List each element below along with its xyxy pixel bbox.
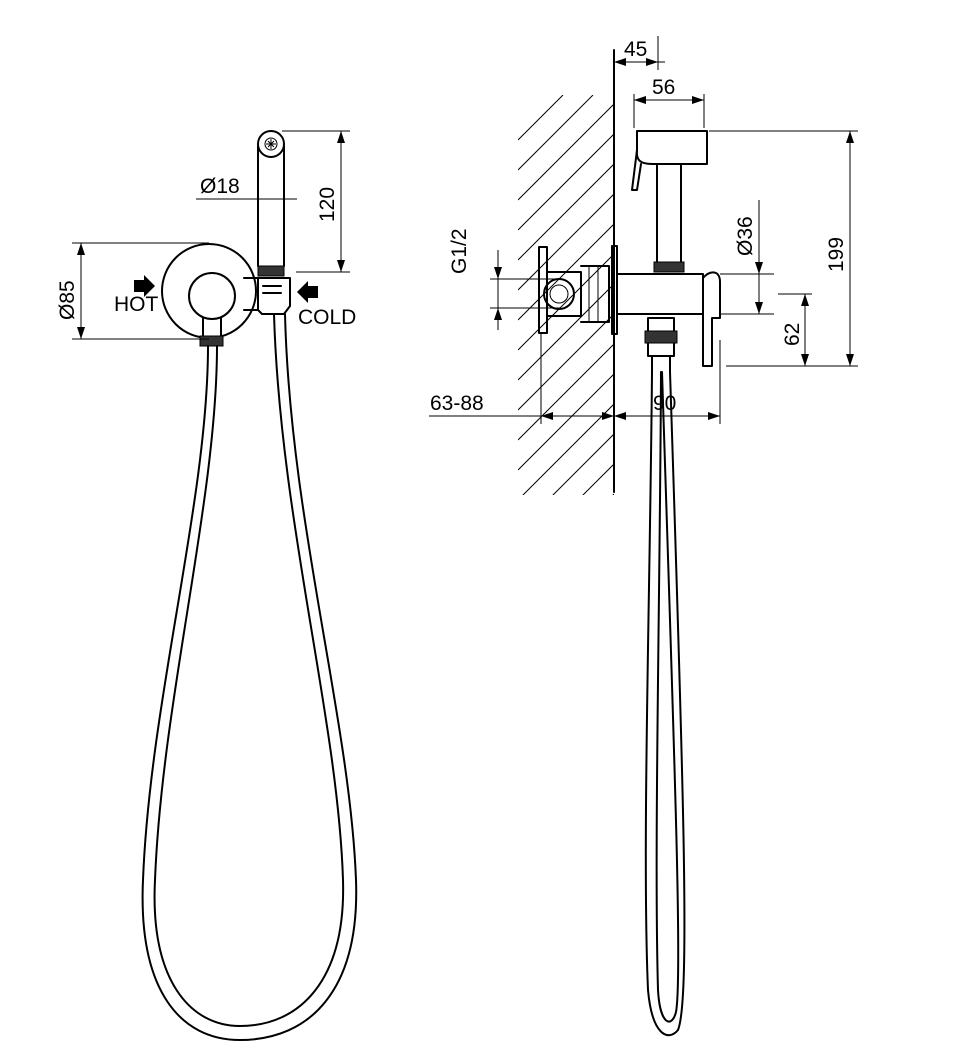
dim-wall-offset-text: 45	[624, 38, 647, 61]
cold-indicator: COLD	[297, 281, 356, 329]
valve-handle	[702, 271, 721, 367]
valve-body	[616, 273, 704, 315]
arrow-right-icon	[134, 275, 155, 297]
knob-stem	[202, 317, 222, 337]
hose-inner	[153, 313, 345, 1027]
dim-wall-depth-text: 63-88	[430, 392, 484, 415]
valve-knob	[188, 272, 236, 320]
dim-wall-depth: 63-88	[429, 333, 614, 424]
hose-connector-knurl	[644, 330, 678, 344]
dim-total-height: 199	[709, 130, 858, 367]
arrow-left-icon	[297, 281, 318, 303]
wall-hatching	[518, 95, 614, 495]
dim-projection: 90	[614, 340, 721, 424]
side-hose-outer	[644, 371, 686, 1036]
dim-valve-diameter-text: Ø36	[734, 216, 757, 256]
cover-plate	[611, 245, 618, 335]
handset-body-side	[656, 163, 682, 263]
handset-body	[257, 145, 285, 267]
dim-thread: G1/2	[448, 228, 560, 330]
dim-handset-height-text: 120	[316, 187, 339, 222]
handset-head-side	[635, 130, 708, 165]
wall-plate	[161, 243, 257, 339]
side-view: 45 56 G1/2 Ø36	[429, 36, 858, 1036]
front-view: Ø18 120 Ø85 HOT COLD	[56, 130, 358, 1041]
spray-head	[257, 130, 285, 158]
spray-nozzle-icon	[264, 137, 278, 151]
dim-hose-diameter-text: Ø18	[200, 175, 240, 198]
cold-label: COLD	[298, 306, 356, 329]
dim-total-height-text: 199	[825, 237, 848, 272]
dim-handset-height: 120	[282, 130, 350, 273]
dim-hose-diameter: Ø18	[196, 175, 297, 208]
dim-valve-diameter: Ø36	[720, 200, 774, 315]
side-hose-inner	[655, 371, 680, 1023]
dim-outlet-height-text: 62	[781, 323, 804, 346]
dim-outlet-height: 62	[778, 293, 812, 366]
handset-trigger	[631, 149, 642, 191]
dim-head-length: 56	[633, 76, 705, 128]
hot-connector-knurl	[199, 335, 224, 347]
hot-label: HOT	[114, 293, 159, 316]
dim-head-length-text: 56	[652, 76, 675, 99]
dim-projection-text: 90	[653, 392, 676, 415]
dim-plate-diameter-text: Ø85	[56, 280, 79, 320]
inlet-thread	[543, 278, 575, 310]
hose-outer	[141, 313, 358, 1041]
hot-indicator: HOT	[114, 275, 159, 316]
dim-wall-offset: 45	[614, 36, 665, 70]
holder-bracket	[243, 277, 291, 315]
handset	[257, 130, 285, 277]
rear-flange	[538, 246, 548, 334]
dim-thread-text: G1/2	[448, 228, 471, 274]
handset-knurl	[257, 265, 285, 277]
dim-plate-diameter: Ø85	[56, 242, 209, 340]
